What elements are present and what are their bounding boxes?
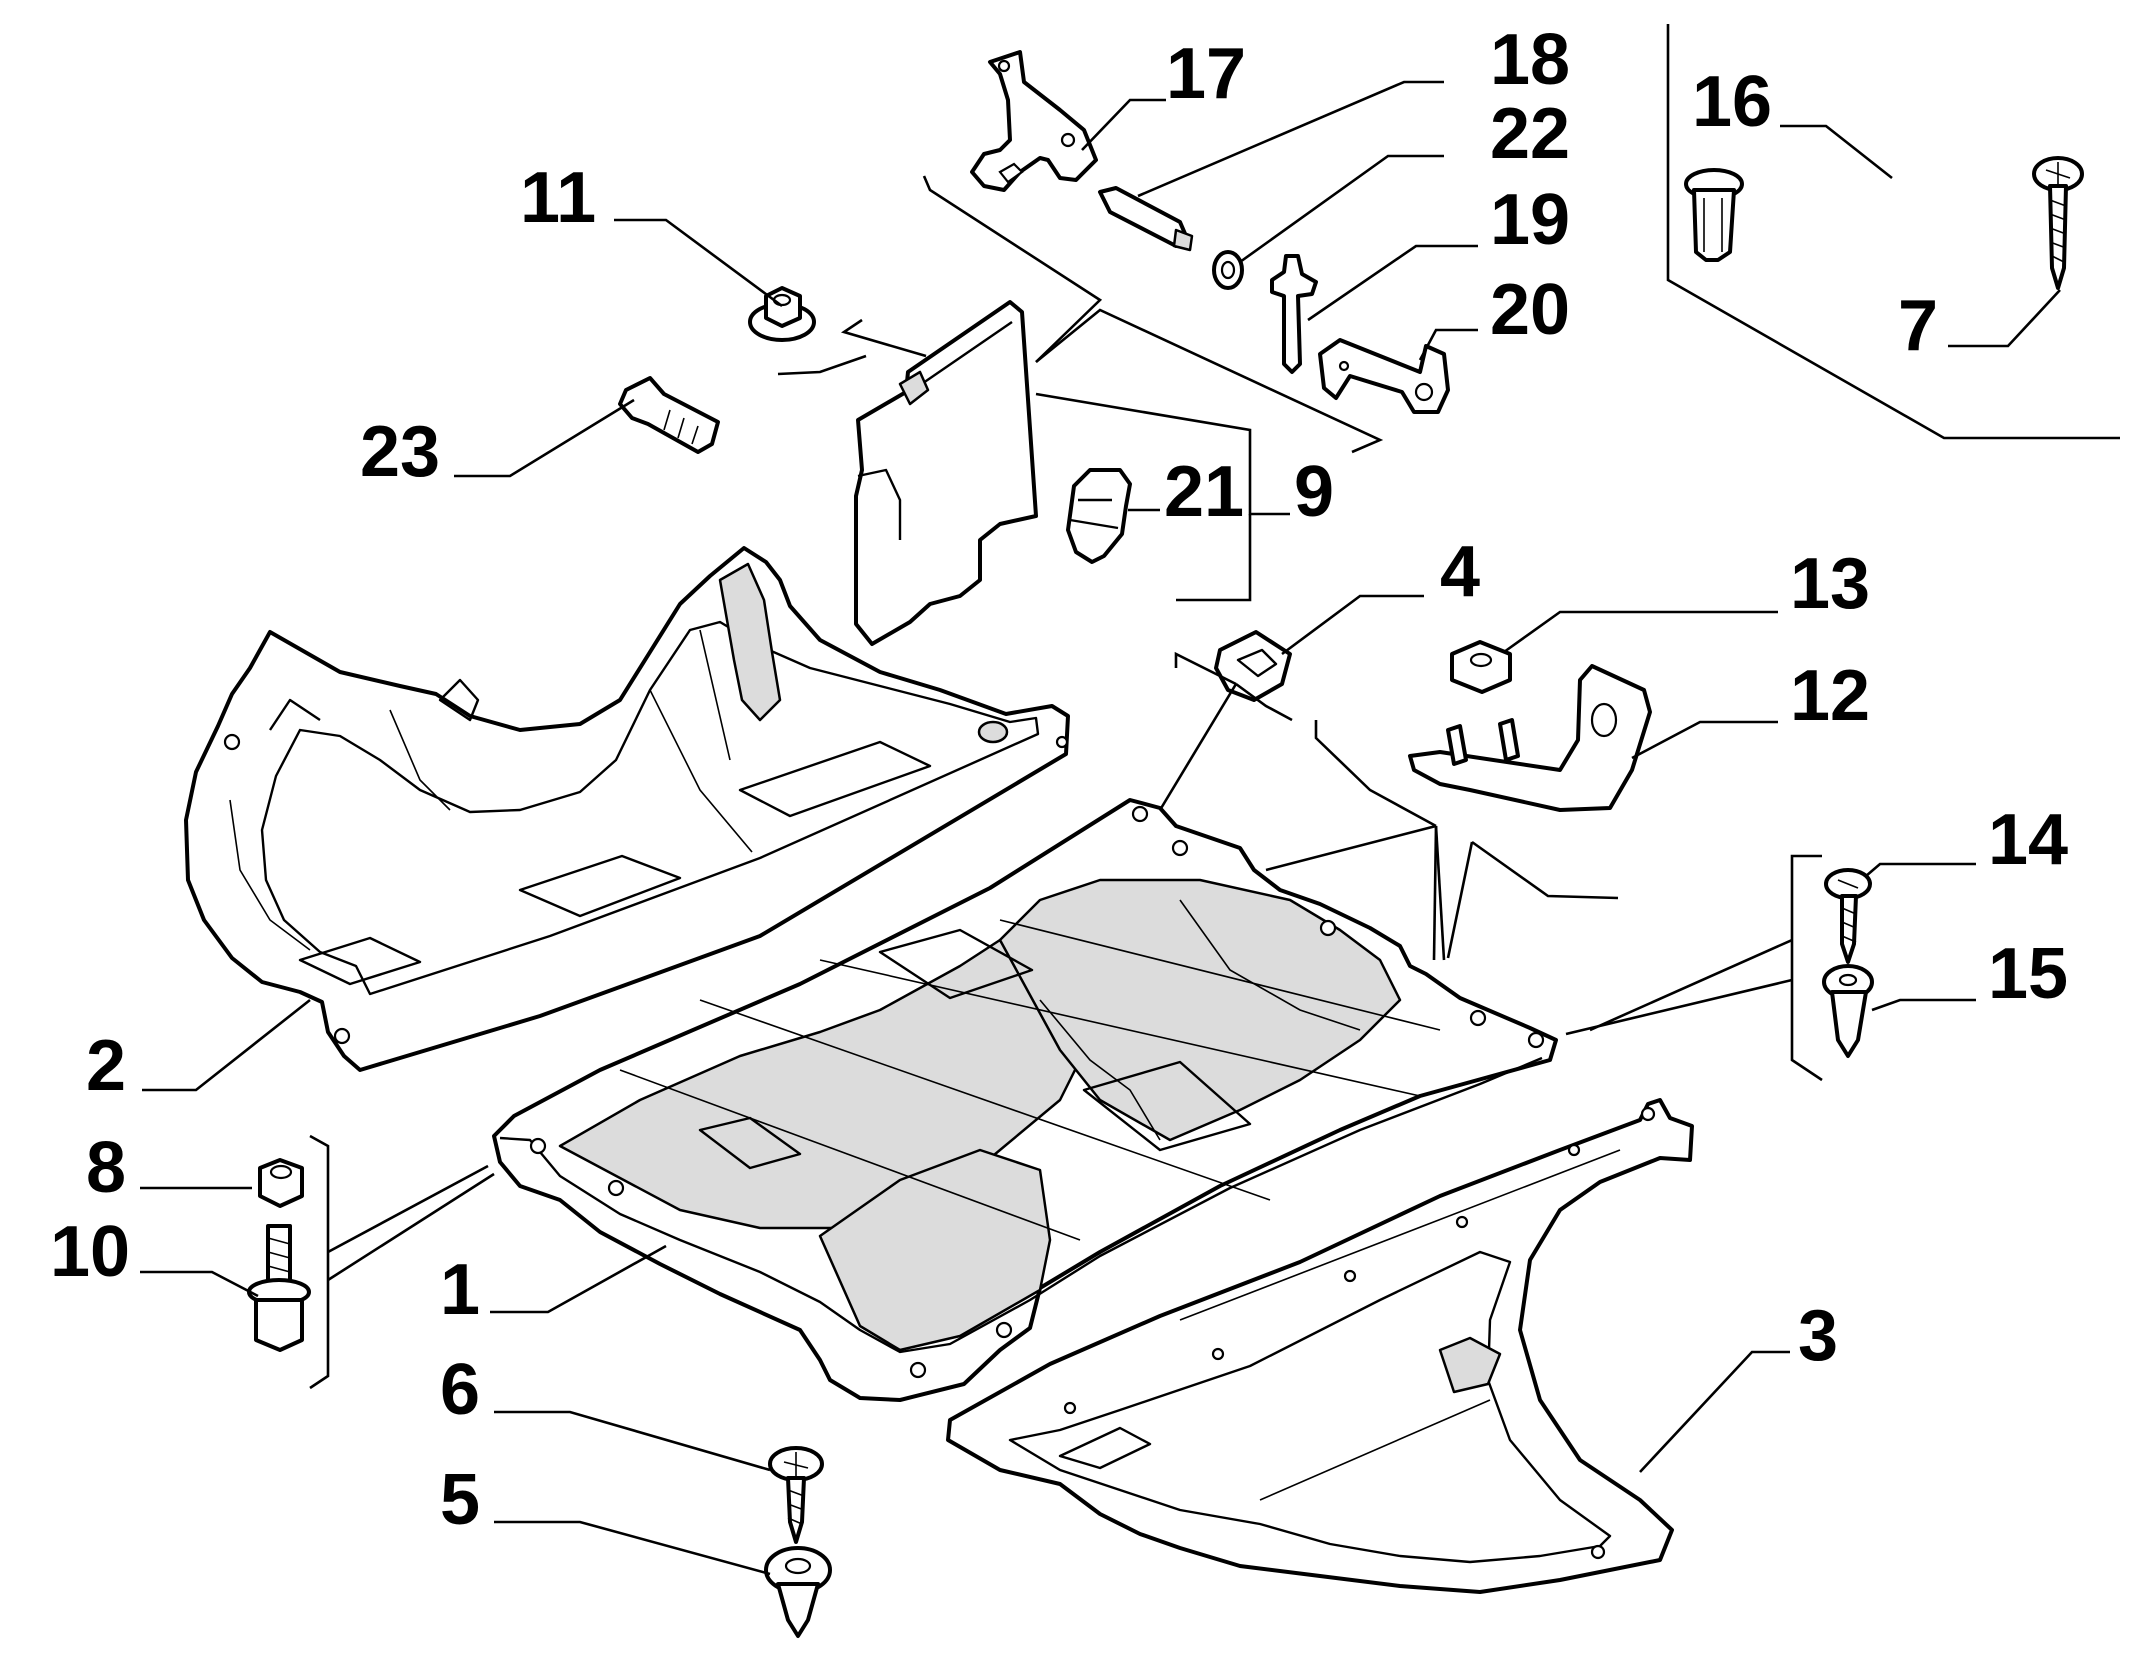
part-12-stud-bracket — [1408, 664, 1652, 812]
callout-5: 5 — [440, 1460, 480, 1540]
callout-16: 16 — [1692, 62, 1772, 142]
callout-4: 4 — [1440, 532, 1480, 612]
callout-1: 1 — [440, 1250, 480, 1330]
callout-10: 10 — [50, 1212, 130, 1292]
callout-8: 8 — [86, 1128, 126, 1208]
part-14-screw — [1824, 868, 1872, 964]
callout-12: 12 — [1790, 656, 1870, 736]
part-6-screw — [768, 1446, 824, 1544]
part-19-long-stud — [1270, 254, 1318, 374]
part-21-clip — [1066, 468, 1132, 564]
part-13-nut — [1450, 640, 1512, 694]
part-17-bracket — [970, 50, 1098, 192]
part-18-stud — [1098, 186, 1194, 252]
callout-2: 2 — [86, 1026, 126, 1106]
part-23-bolt — [618, 376, 720, 454]
part-9-heat-shield — [854, 300, 1038, 646]
leader-lines — [140, 24, 2120, 1576]
part-2-left-undertray — [184, 546, 1070, 1072]
callout-23: 23 — [360, 412, 440, 492]
callout-22: 22 — [1490, 94, 1570, 174]
callout-labels: 17 18 22 19 20 16 7 11 23 21 9 4 13 12 1… — [50, 20, 2068, 1540]
callout-14: 14 — [1988, 800, 2068, 880]
callout-20: 20 — [1490, 270, 1570, 350]
callout-11: 11 — [520, 158, 596, 238]
part-11-flange-nut — [748, 286, 816, 342]
part-22-washer — [1212, 250, 1244, 290]
part-16-rivet-nut — [1684, 168, 1744, 262]
callout-9: 9 — [1294, 452, 1334, 532]
callout-7: 7 — [1898, 286, 1938, 366]
callout-21: 21 — [1164, 452, 1244, 532]
part-3-right-undertray — [946, 1098, 1694, 1594]
callout-13: 13 — [1790, 544, 1870, 624]
part-20-bracket — [1318, 338, 1450, 414]
callout-15: 15 — [1988, 934, 2068, 1014]
part-1-center-undertray — [492, 798, 1558, 1402]
callout-18: 18 — [1490, 20, 1570, 100]
callout-17: 17 — [1166, 34, 1246, 114]
part-4-clip-nut — [1214, 630, 1292, 702]
part-7-screw — [2032, 156, 2084, 290]
part-15-push-rivet — [1822, 964, 1874, 1058]
part-5-push-rivet — [764, 1546, 832, 1638]
part-10-bolt — [247, 1224, 311, 1352]
callout-3: 3 — [1798, 1296, 1838, 1376]
callout-19: 19 — [1490, 180, 1570, 260]
part-8-nut — [258, 1158, 304, 1208]
callout-6: 6 — [440, 1350, 480, 1430]
